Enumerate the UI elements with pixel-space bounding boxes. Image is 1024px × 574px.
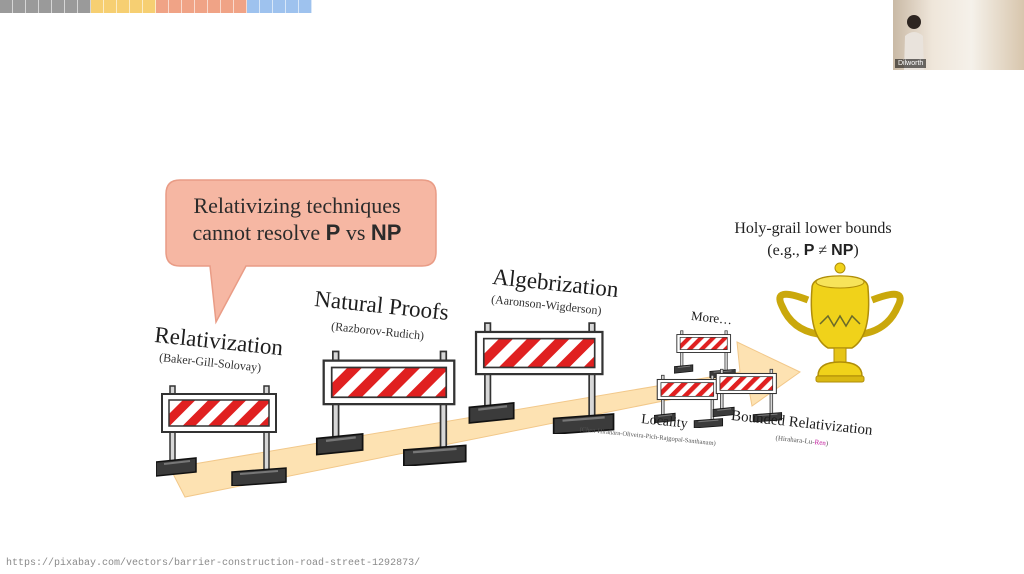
- progress-segment: [13, 0, 26, 13]
- callout-bubble: [165, 179, 437, 325]
- goal-line-1: Holy-grail lower bounds: [734, 220, 892, 237]
- progress-segment: [39, 0, 52, 13]
- image-source-url: https://pixabay.com/vectors/barrier-cons…: [6, 558, 421, 569]
- progress-segment: [182, 0, 195, 13]
- trophy-icon: [776, 262, 904, 383]
- goal-line-2: (e.g., P ≠ NP): [767, 242, 859, 259]
- progress-segment: [234, 0, 247, 13]
- progress-segment: [0, 0, 13, 13]
- progress-segment: [286, 0, 299, 13]
- progress-segment: [91, 0, 104, 13]
- progress-segment: [26, 0, 39, 13]
- callout-text: Relativizing techniques cannot resolve P…: [168, 192, 426, 246]
- callout-line-1: Relativizing techniques: [193, 193, 401, 218]
- progress-segment: [169, 0, 182, 13]
- progress-segment: [247, 0, 260, 13]
- progress-segment: [78, 0, 91, 13]
- progress-segment: [260, 0, 273, 13]
- progress-segment: [299, 0, 312, 13]
- progress-segment: [208, 0, 221, 13]
- progress-segment: [130, 0, 143, 13]
- progress-segment: [195, 0, 208, 13]
- progress-segment: [143, 0, 156, 13]
- callout-line-2: cannot resolve P vs NP: [192, 220, 402, 245]
- progress-segment: [156, 0, 169, 13]
- barrier-more: [674, 330, 736, 378]
- progress-strip: [0, 0, 312, 13]
- speaker-video-thumbnail[interactable]: Dilworth: [893, 0, 1024, 70]
- progress-segment: [221, 0, 234, 13]
- progress-segment: [104, 0, 117, 13]
- speaker-name: Dilworth: [895, 59, 927, 68]
- progress-segment: [65, 0, 78, 13]
- progress-segment: [117, 0, 130, 13]
- goal-label: Holy-grail lower bounds (e.g., P ≠ NP): [728, 218, 898, 262]
- progress-segment: [52, 0, 65, 13]
- progress-segment: [273, 0, 286, 13]
